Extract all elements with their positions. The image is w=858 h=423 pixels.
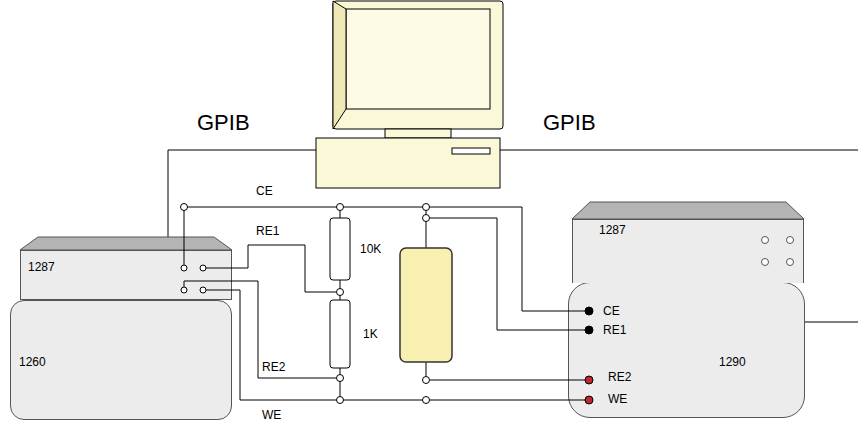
terminal-name: WE <box>608 393 627 405</box>
instrument-model: 1260 <box>19 355 46 369</box>
input-terminal <box>585 307 593 404</box>
instrument-box: 1287 <box>20 250 232 300</box>
instrument-box: 1290 <box>568 282 805 418</box>
instrument-model: 1287 <box>599 223 626 237</box>
instrument-tops <box>20 202 804 250</box>
signal-name: CE <box>256 185 273 197</box>
signal-name: WE <box>262 409 281 421</box>
wire <box>232 290 568 400</box>
cell-symbol <box>400 248 452 362</box>
junction-dot <box>181 204 430 404</box>
resistor-symbol <box>330 218 350 368</box>
terminal-name: RE1 <box>603 324 626 336</box>
bus-label: GPIB <box>543 112 596 134</box>
instrument-box: 1260 <box>10 300 232 420</box>
wire <box>184 207 568 311</box>
resistor-value: 1K <box>363 328 378 340</box>
terminal-name: RE2 <box>608 371 631 383</box>
terminal-leads <box>184 250 585 400</box>
gpib-cables <box>168 150 858 322</box>
bus-label: GPIB <box>197 112 250 134</box>
terminal <box>181 237 794 294</box>
wires <box>232 207 568 400</box>
signal-name: RE2 <box>262 361 285 373</box>
computer <box>316 1 503 188</box>
signal-name: RE1 <box>256 225 279 237</box>
instrument-model: 1287 <box>28 260 55 274</box>
terminal-name: CE <box>603 305 620 317</box>
resistor-value: 10K <box>360 243 381 255</box>
instrument-box: 1287 <box>572 219 804 283</box>
instrument-model: 1290 <box>719 355 746 369</box>
